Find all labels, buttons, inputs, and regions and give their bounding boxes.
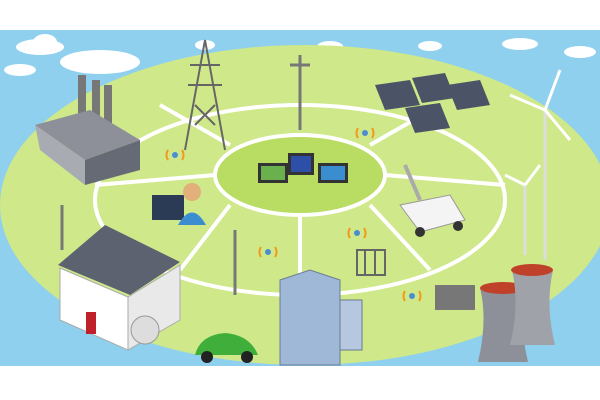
office-building-icon	[279, 269, 363, 366]
factory-icon	[35, 50, 140, 185]
bottom-band	[0, 366, 600, 400]
electric-car-icon	[195, 333, 258, 363]
power-tower-icon	[184, 39, 226, 151]
cell-tower-icon	[60, 55, 310, 295]
solar-panel-icon	[375, 73, 490, 133]
control-center-monitors-icon	[258, 153, 348, 183]
cooling-tower-icon	[435, 264, 555, 362]
house-icon	[58, 225, 181, 351]
wind-turbine-icon	[504, 69, 572, 260]
wireless-signal-icon	[165, 127, 422, 302]
substation-icon	[356, 249, 386, 276]
utility-truck-icon	[399, 164, 466, 237]
operator-icon	[152, 183, 206, 225]
